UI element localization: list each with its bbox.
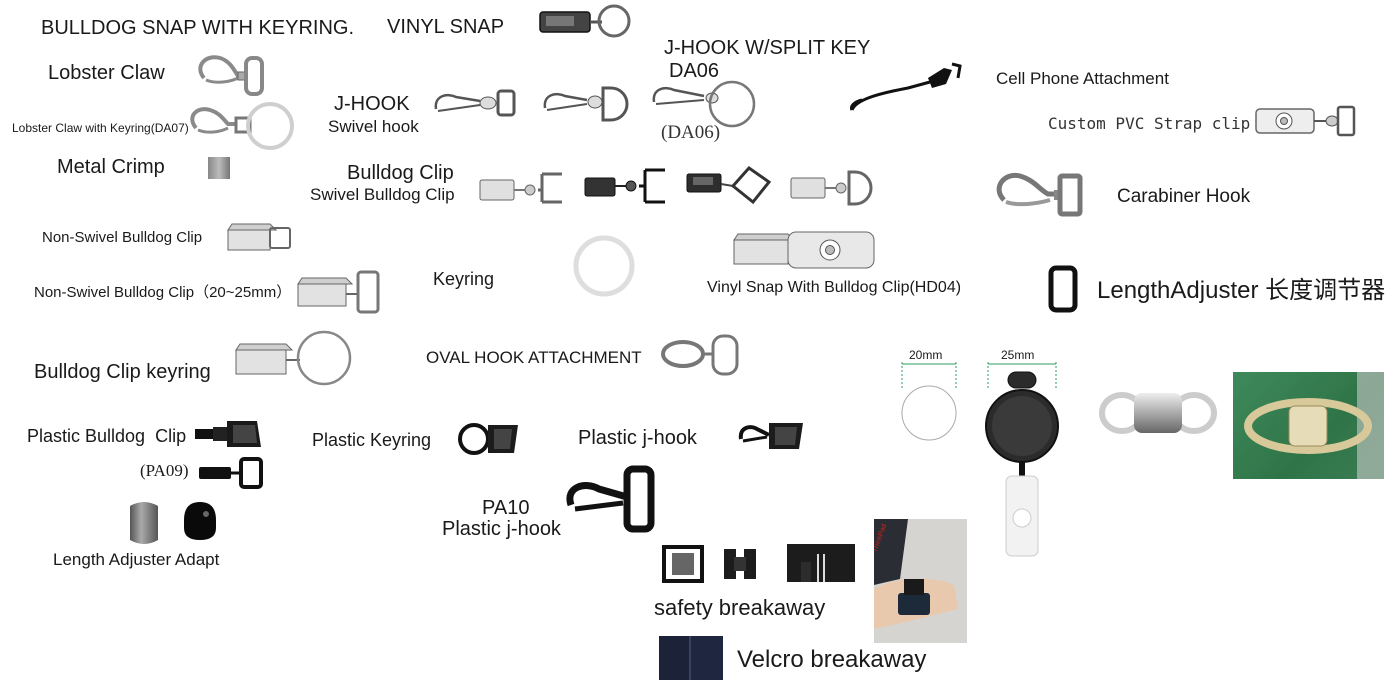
label-oval-hook: OVAL HOOK ATTACHMENT <box>426 348 642 367</box>
lobster-claw-keyring-icon <box>188 102 296 152</box>
label-non-swivel-size: Non-Swivel Bulldog Clip（20~25mm） <box>34 284 292 301</box>
safety-breakaway-icon-3 <box>787 544 855 582</box>
label-keyring: Keyring <box>433 269 495 289</box>
swivel-bulldog-clip-icon-4 <box>789 168 873 206</box>
plastic-keyring-icon <box>456 421 520 457</box>
length-adjuster-adapt-black-icon <box>182 500 218 542</box>
label-lobster-claw-keyring: Lobster Claw with Keyring(DA07) <box>12 121 189 135</box>
badge-reel-icon <box>984 360 1062 560</box>
label-vinyl-snap: VINYL SNAP <box>387 16 505 38</box>
bulldog-clip-keyring-icon <box>234 328 354 388</box>
label-carabiner: Carabiner Hook <box>1117 186 1251 207</box>
safety-breakaway-icon-2 <box>722 547 758 581</box>
non-swivel-bulldog-clip-icon <box>226 218 294 258</box>
label-non-swivel: Non-Swivel Bulldog Clip <box>42 229 203 246</box>
length-adjuster-icon <box>1048 265 1078 313</box>
label-length-adjuster: LengthAdjuster 长度调节器 <box>1097 277 1386 304</box>
plastic-bulldog-clip-icon <box>193 419 263 449</box>
lobster-claw-icon <box>194 50 266 98</box>
carabiner-hook-icon <box>994 170 1086 220</box>
label-da06-paren: (DA06) <box>661 122 721 143</box>
label-dim-25: 25mm <box>1001 348 1035 362</box>
label-pa10-plastic-jhook: Plastic j-hook <box>442 518 561 540</box>
vinyl-snap-icon <box>538 2 633 42</box>
jhook-icon-1 <box>432 87 518 119</box>
custom-pvc-clip-icon <box>1254 103 1358 139</box>
swivel-bulldog-clip-icon-3 <box>685 164 773 206</box>
label-cell-phone: Cell Phone Attachment <box>996 69 1169 88</box>
metal-crimp-icon <box>208 157 230 179</box>
jhook-split-key-icon <box>650 78 758 130</box>
label-swivel-hook: Swivel hook <box>328 117 419 136</box>
label-velcro-breakaway: Velcro breakaway <box>737 646 927 673</box>
label-length-adjuster-adapt: Length Adjuster Adapt <box>53 550 220 569</box>
label-plastic-jhook: Plastic j-hook <box>578 427 697 449</box>
label-vinyl-snap-bulldog: Vinyl Snap With Bulldog Clip(HD04) <box>707 279 962 296</box>
label-plastic-bulldog: Plastic Bulldog Clip <box>27 426 187 446</box>
label-lobster-claw: Lobster Claw <box>48 62 165 84</box>
breakaway-photo: ThinkPad <box>874 519 967 643</box>
safety-breakaway-icon-1 <box>662 545 704 583</box>
label-safety-breakaway: safety breakaway <box>654 595 826 620</box>
label-custom-pvc: Custom PVC Strap clip <box>1048 114 1251 133</box>
label-pa10: PA10 <box>482 497 530 519</box>
velcro-breakaway-icon <box>659 636 723 680</box>
label-jhook: J-HOOK <box>334 93 410 115</box>
label-da06-top: DA06 <box>669 60 720 82</box>
non-swivel-bulldog-clip-large-icon <box>296 268 384 316</box>
label-bulldog-clip: Bulldog Clip <box>347 162 454 184</box>
metal-clip-icon <box>1099 385 1217 441</box>
pa10-plastic-jhook-icon <box>565 463 657 533</box>
label-jhook-split-key: J-HOOK W/SPLIT KEY <box>664 37 871 59</box>
swivel-bulldog-clip-icon-1 <box>478 170 566 206</box>
swivel-bulldog-clip-icon-2 <box>583 168 669 204</box>
oval-hook-icon <box>661 332 741 378</box>
plastic-bulldog-clip-pa09-icon <box>197 457 265 489</box>
swivel-photo <box>1233 372 1384 479</box>
label-bulldog-keyring: Bulldog Clip keyring <box>34 361 211 383</box>
length-adjuster-adapt-grey-icon <box>126 500 162 546</box>
label-swivel-bulldog: Swivel Bulldog Clip <box>310 185 455 204</box>
keyring-icon <box>572 234 636 298</box>
vinyl-snap-bulldog-clip-icon <box>732 230 876 270</box>
cell-phone-attachment-icon <box>848 60 966 116</box>
dimension-20mm-icon <box>898 360 960 442</box>
label-metal-crimp: Metal Crimp <box>57 156 165 178</box>
label-plastic-keyring: Plastic Keyring <box>312 430 432 450</box>
label-pa09: (PA09) <box>140 461 189 480</box>
plastic-jhook-icon <box>737 419 805 451</box>
label-dim-20: 20mm <box>909 348 943 362</box>
jhook-icon-2 <box>541 84 629 124</box>
label-bulldog-snap-keyring: BULLDOG SNAP WITH KEYRING. <box>41 17 355 39</box>
